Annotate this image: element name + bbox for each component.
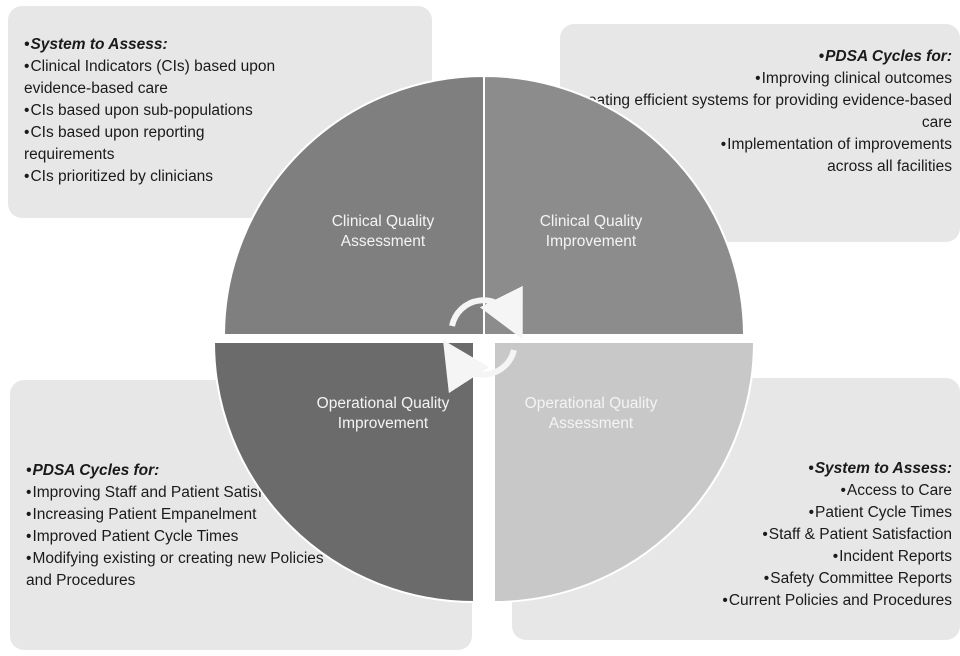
box-clinical-assess-heading: System to Assess:	[24, 34, 279, 56]
quadrant-operational-assessment	[493, 341, 756, 604]
box-clinical-assess-item: CIs based upon sub-populations	[24, 100, 279, 122]
box-clinical-assess-item: CIs based upon reporting requirements	[24, 122, 279, 166]
quadrant-label-clinical-assessment: Clinical Quality Assessment	[331, 213, 435, 250]
box-operational-improve-item: Modifying existing or creating new Polic…	[26, 548, 326, 592]
quadrant-operational-improvement	[212, 341, 475, 604]
box-clinical-improve-heading: PDSA Cycles for:	[560, 46, 952, 68]
box-operational-improve-item: Increasing Patient Empanelment	[26, 504, 326, 526]
box-operational-assess-item: Staff & Patient Satisfaction	[512, 524, 952, 546]
box-operational-assess-item: Safety Committee Reports	[512, 568, 952, 590]
box-operational-improve-heading: PDSA Cycles for:	[26, 460, 326, 482]
quadrant-label-operational-assessment: Operational Quality Assessment	[524, 395, 658, 432]
cycle-arrows-icon	[442, 285, 523, 394]
quadrant-clinical-improvement	[483, 74, 746, 336]
box-operational-assess-item: Current Policies and Procedures	[512, 590, 952, 612]
box-clinical-assess-item: Clinical Indicators (CIs) based upon evi…	[24, 56, 279, 100]
quadrant-clinical-assessment	[222, 74, 485, 336]
box-operational-improve-item: Improving Staff and Patient Satisfaction	[26, 482, 326, 504]
box-clinical-improve-item: Creating efficient systems for providing…	[560, 90, 952, 134]
box-operational-improve-item: Improved Patient Cycle Times	[26, 526, 326, 548]
quadrant-label-clinical-improvement: Clinical Quality Improvement	[539, 213, 643, 250]
box-operational-assess-item: Patient Cycle Times	[512, 502, 952, 524]
box-operational-assess-item: Incident Reports	[512, 546, 952, 568]
box-clinical-assess-item: CIs prioritized by clinicians	[24, 166, 279, 188]
box-clinical-improve-item: Improving clinical outcomes	[560, 68, 952, 90]
box-clinical-improve-item: Implementation of improvements across al…	[560, 134, 952, 178]
quadrant-label-operational-improvement: Operational Quality Improvement	[316, 395, 450, 432]
box-operational-assess-item: Access to Care	[512, 480, 952, 502]
box-operational-assess-heading: System to Assess:	[512, 458, 952, 480]
